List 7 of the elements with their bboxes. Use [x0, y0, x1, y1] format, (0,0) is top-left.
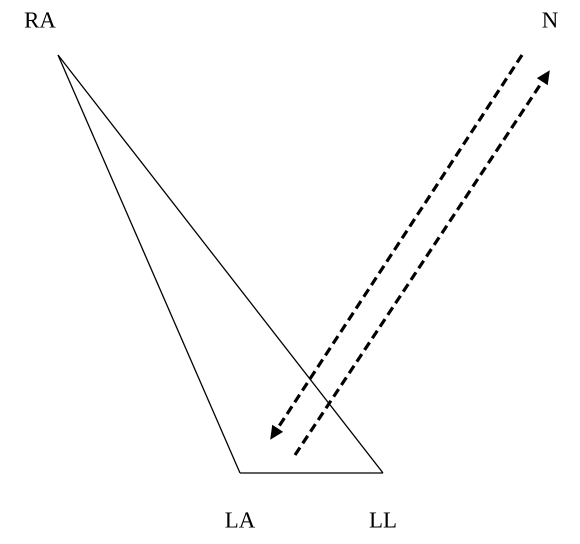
vertex-label: N [542, 12, 558, 28]
vertex-label: RA [24, 12, 56, 28]
vertex-label: LA [225, 512, 256, 528]
vertex-label: LL [370, 512, 396, 528]
triangle-side [240, 472, 383, 474]
triangle-side [57, 54, 241, 474]
triangle-side [58, 54, 384, 474]
